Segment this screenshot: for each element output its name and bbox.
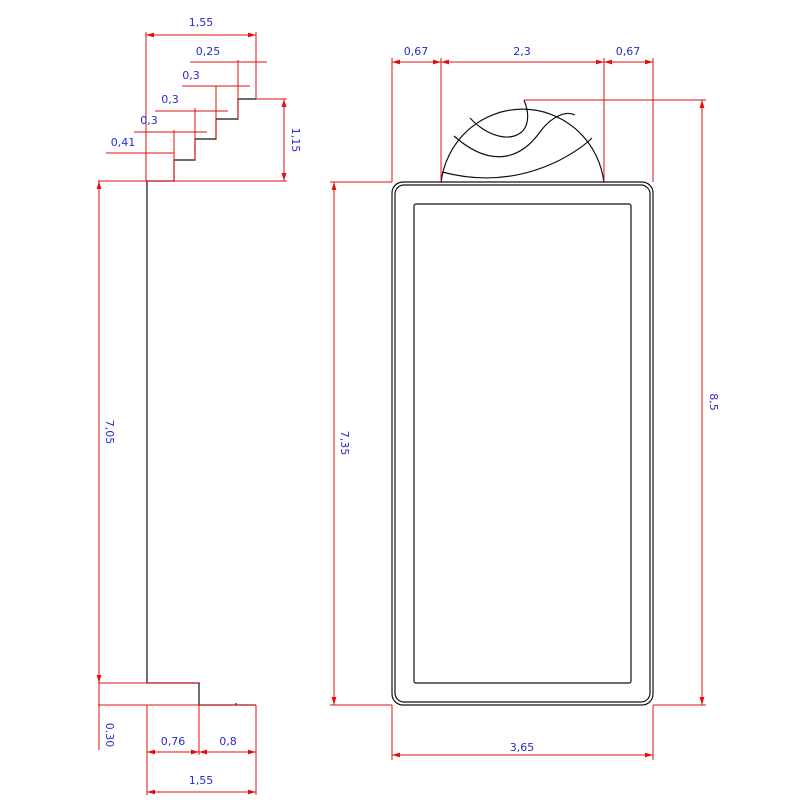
label-step-height: 1,15 xyxy=(289,128,302,153)
label-top-width: 1,55 xyxy=(189,16,214,29)
dome xyxy=(440,108,605,184)
dome-curve-2 xyxy=(453,112,576,158)
label-left-margin: 0,67 xyxy=(404,45,429,58)
label-body-height-front: 7,35 xyxy=(338,431,351,456)
label-base-left: 0,76 xyxy=(161,735,186,748)
dome-curve-3 xyxy=(441,137,593,179)
dome-curve-1 xyxy=(469,99,529,138)
side-view: 1,55 0,25 0,3 0,3 0,3 0,41 1,15 7,05 0.3… xyxy=(96,16,302,795)
label-total-height: 8,5 xyxy=(707,393,720,411)
screen-area xyxy=(413,203,632,684)
label-step-2: 0,3 xyxy=(182,69,200,82)
label-step-1: 0,25 xyxy=(196,45,221,58)
outer-frame xyxy=(391,181,654,706)
label-body-width: 3,65 xyxy=(510,741,535,754)
side-profile-outline xyxy=(146,98,256,706)
label-base-right: 0,8 xyxy=(219,735,237,748)
label-base-width: 1,55 xyxy=(189,774,214,787)
label-step-5: 0,41 xyxy=(111,136,136,149)
outer-frame-inner-edge xyxy=(394,184,651,703)
label-step-4: 0,3 xyxy=(140,114,158,127)
front-view: 0,67 2,3 0,67 8,5 7,35 3,65 xyxy=(330,45,720,760)
label-base-height: 0.30 xyxy=(103,723,116,748)
label-step-3: 0,3 xyxy=(161,93,179,106)
front-extension-lines xyxy=(330,58,706,760)
label-right-margin: 0,67 xyxy=(616,45,641,58)
label-dome-width: 2,3 xyxy=(513,45,531,58)
label-body-height: 7,05 xyxy=(103,420,116,445)
